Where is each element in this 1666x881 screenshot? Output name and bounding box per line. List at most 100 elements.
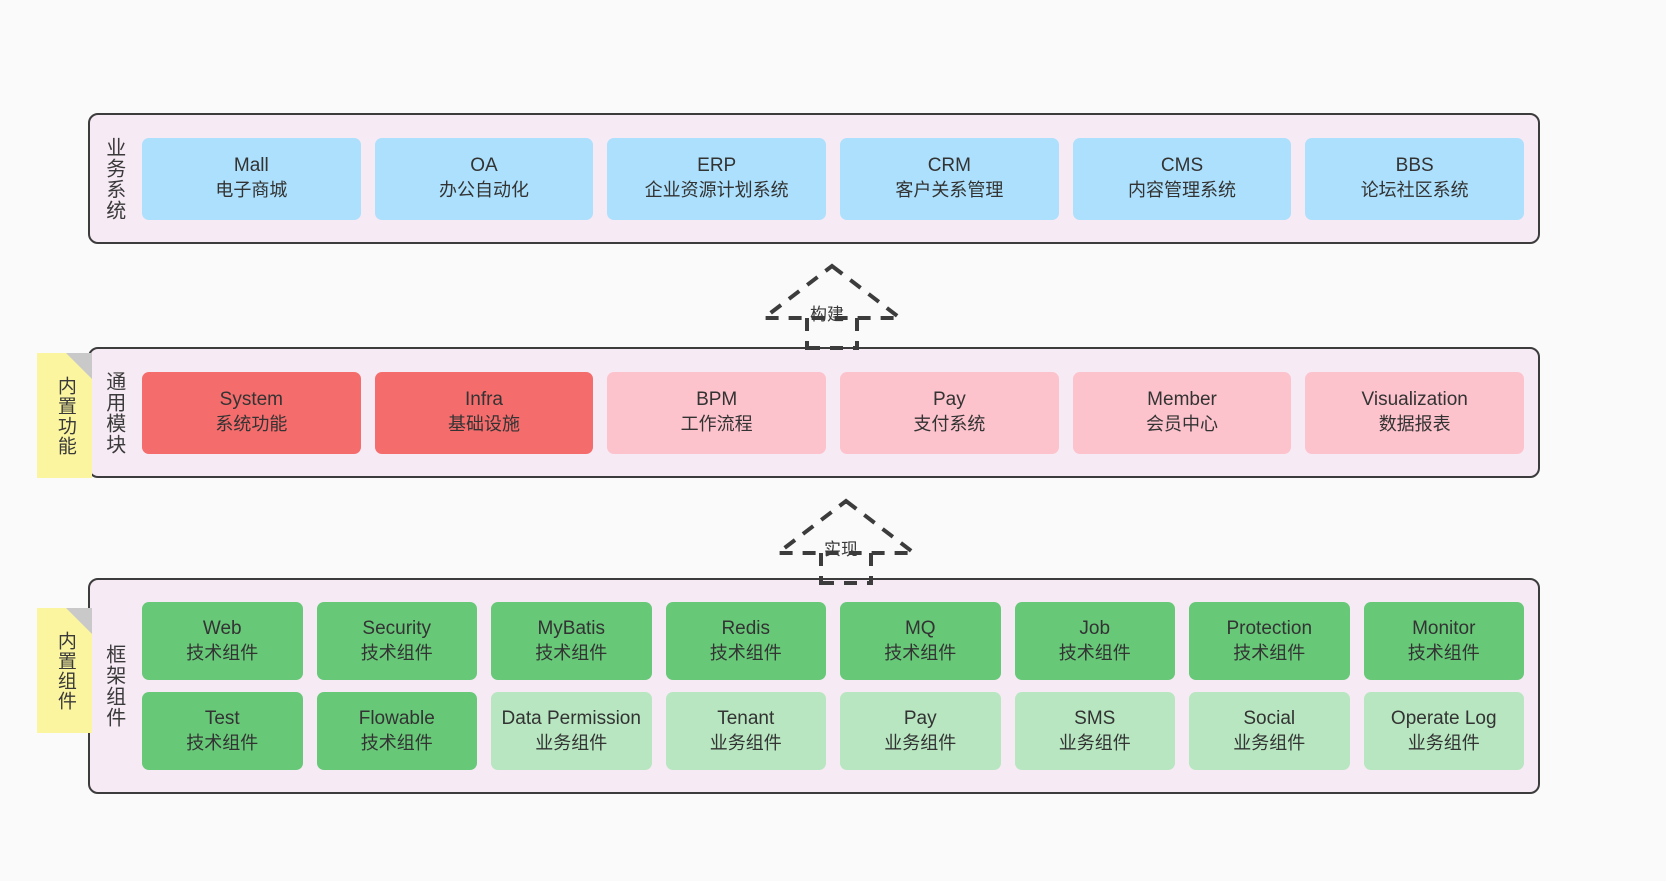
card-title-en: BPM [696, 389, 738, 411]
card-monitor[interactable]: Monitor 技术组件 [1363, 602, 1524, 680]
card-security[interactable]: Security 技术组件 [316, 602, 477, 680]
page-fold-icon [66, 353, 92, 379]
card-title-en: Protection [1226, 617, 1313, 639]
generalization-arrow-icon [772, 498, 920, 585]
card-title-en: CRM [927, 155, 971, 177]
layer-body-common-modules: System 系统功能 Infra 基础设施 BPM 工作流程 Pay 支付系统… [136, 349, 1538, 476]
card-redis[interactable]: Redis 技术组件 [665, 602, 826, 680]
layer-title-common-modules: 通用模块 [102, 370, 125, 455]
card-title-cn: 技术组件 [1233, 642, 1306, 663]
card-title-cn: 技术组件 [360, 642, 433, 663]
connector-build-label: 构建 [810, 305, 844, 324]
card-title-en: Member [1147, 389, 1217, 411]
card-title-cn: 业务组件 [535, 732, 608, 753]
card-title-cn: 工作流程 [680, 414, 753, 435]
card-sms[interactable]: SMS 业务组件 [1014, 692, 1175, 770]
card-social[interactable]: Social 业务组件 [1189, 692, 1350, 770]
layer-common-modules: 通用模块 System 系统功能 Infra 基础设施 BPM 工作流程 Pay… [88, 347, 1540, 478]
card-title-cn: 业务组件 [1407, 732, 1480, 753]
card-title-en: BBS [1395, 155, 1434, 177]
card-member[interactable]: Member 会员中心 [1072, 371, 1292, 454]
card-title-cn: 办公自动化 [439, 180, 529, 201]
card-title-cn: 电子商城 [215, 180, 288, 201]
card-protection[interactable]: Protection 技术组件 [1189, 602, 1350, 680]
card-title-cn: 技术组件 [1407, 642, 1480, 663]
card-title-en: Job [1079, 617, 1111, 639]
layer-title-framework-components: 框架组件 [102, 644, 125, 728]
card-title-en: ERP [697, 155, 737, 177]
card-title-cn: 支付系统 [913, 414, 986, 435]
card-title-en: Test [204, 707, 240, 729]
layer-body-framework-components: Web 技术组件 Security 技术组件 MyBatis 技术组件 Redi… [136, 580, 1538, 792]
card-title-cn: 数据报表 [1378, 414, 1451, 435]
sticky-note-label: 内置组件 [54, 630, 76, 711]
card-title-cn: 业务组件 [709, 732, 782, 753]
card-title-en: Pay [932, 389, 966, 411]
card-mall[interactable]: Mall 电子商城 [142, 137, 361, 220]
card-title-cn: 技术组件 [535, 642, 608, 663]
card-web[interactable]: Web 技术组件 [142, 602, 303, 680]
card-title-en: CMS [1160, 155, 1204, 177]
card-title-en: System [219, 389, 284, 411]
card-title-cn: 技术组件 [186, 732, 259, 753]
card-pay-module[interactable]: Pay 支付系统 [840, 371, 1059, 454]
card-title-cn: 企业资源计划系统 [644, 180, 789, 201]
card-title-cn: 业务组件 [1058, 732, 1131, 753]
card-title-en: SMS [1074, 707, 1116, 729]
card-test[interactable]: Test 技术组件 [142, 692, 303, 770]
card-row-business-components: Test 技术组件 Flowable 技术组件 Data Permission … [142, 692, 1524, 770]
card-title-cn: 技术组件 [360, 732, 433, 753]
connector-implement-label: 实现 [824, 540, 858, 559]
card-crm[interactable]: CRM 客户关系管理 [840, 137, 1059, 220]
card-title-cn: 业务组件 [1233, 732, 1306, 753]
card-system[interactable]: System 系统功能 [142, 371, 361, 454]
connector-build: 构建 [752, 262, 912, 350]
card-title-en: Redis [721, 617, 771, 639]
card-tenant[interactable]: Tenant 业务组件 [665, 692, 826, 770]
layer-framework-components: 框架组件 Web 技术组件 Security 技术组件 MyBatis 技术组件… [88, 578, 1540, 794]
card-mybatis[interactable]: MyBatis 技术组件 [491, 602, 652, 680]
card-row-technical-components: Web 技术组件 Security 技术组件 MyBatis 技术组件 Redi… [142, 602, 1524, 680]
card-title-en: Web [202, 617, 242, 639]
card-operate-log[interactable]: Operate Log 业务组件 [1363, 692, 1524, 770]
card-title-cn: 内容管理系统 [1128, 180, 1237, 201]
connector-implement: 实现 [766, 497, 926, 585]
layer-title-business-systems: 业务系统 [102, 136, 125, 221]
card-title-en: Tenant [717, 707, 775, 729]
card-title-en: MyBatis [537, 617, 606, 639]
card-title-cn: 论坛社区系统 [1360, 180, 1469, 201]
layer-business-systems: 业务系统 Mall 电子商城 OA 办公自动化 ERP 企业资源计划系统 CRM… [88, 113, 1540, 244]
card-title-cn: 技术组件 [186, 642, 259, 663]
card-title-en: Social [1243, 707, 1296, 729]
card-title-cn: 技术组件 [709, 642, 782, 663]
card-title-cn: 技术组件 [1058, 642, 1131, 663]
card-job[interactable]: Job 技术组件 [1014, 602, 1175, 680]
card-oa[interactable]: OA 办公自动化 [374, 137, 594, 220]
card-flowable[interactable]: Flowable 技术组件 [316, 692, 477, 770]
page-fold-icon [66, 608, 92, 634]
card-infra[interactable]: Infra 基础设施 [374, 371, 594, 454]
card-mq[interactable]: MQ 技术组件 [840, 602, 1001, 680]
card-title-cn: 客户关系管理 [895, 180, 1004, 201]
card-row-modules: System 系统功能 Infra 基础设施 BPM 工作流程 Pay 支付系统… [142, 371, 1525, 454]
card-erp[interactable]: ERP 企业资源计划系统 [607, 137, 827, 220]
card-title-en: Data Permission [501, 707, 641, 729]
card-title-en: Security [362, 617, 432, 639]
card-title-cn: 技术组件 [884, 642, 957, 663]
card-data-permission[interactable]: Data Permission 业务组件 [491, 692, 652, 770]
card-title-en: Infra [464, 389, 504, 411]
card-pay-component[interactable]: Pay 业务组件 [840, 692, 1001, 770]
layer-body-business-systems: Mall 电子商城 OA 办公自动化 ERP 企业资源计划系统 CRM 客户关系… [136, 115, 1538, 242]
card-title-cn: 业务组件 [884, 732, 957, 753]
card-bbs[interactable]: BBS 论坛社区系统 [1305, 137, 1525, 220]
card-title-en: Visualization [1361, 389, 1468, 411]
card-title-en: Pay [903, 707, 937, 729]
card-title-en: Monitor [1412, 617, 1476, 639]
card-cms[interactable]: CMS 内容管理系统 [1072, 137, 1292, 220]
card-title-en: OA [470, 155, 498, 177]
sticky-note-label: 内置功能 [54, 375, 76, 456]
card-bpm[interactable]: BPM 工作流程 [607, 371, 827, 454]
card-visualization[interactable]: Visualization 数据报表 [1305, 371, 1525, 454]
sticky-note-builtin-components: 内置组件 [37, 608, 92, 733]
